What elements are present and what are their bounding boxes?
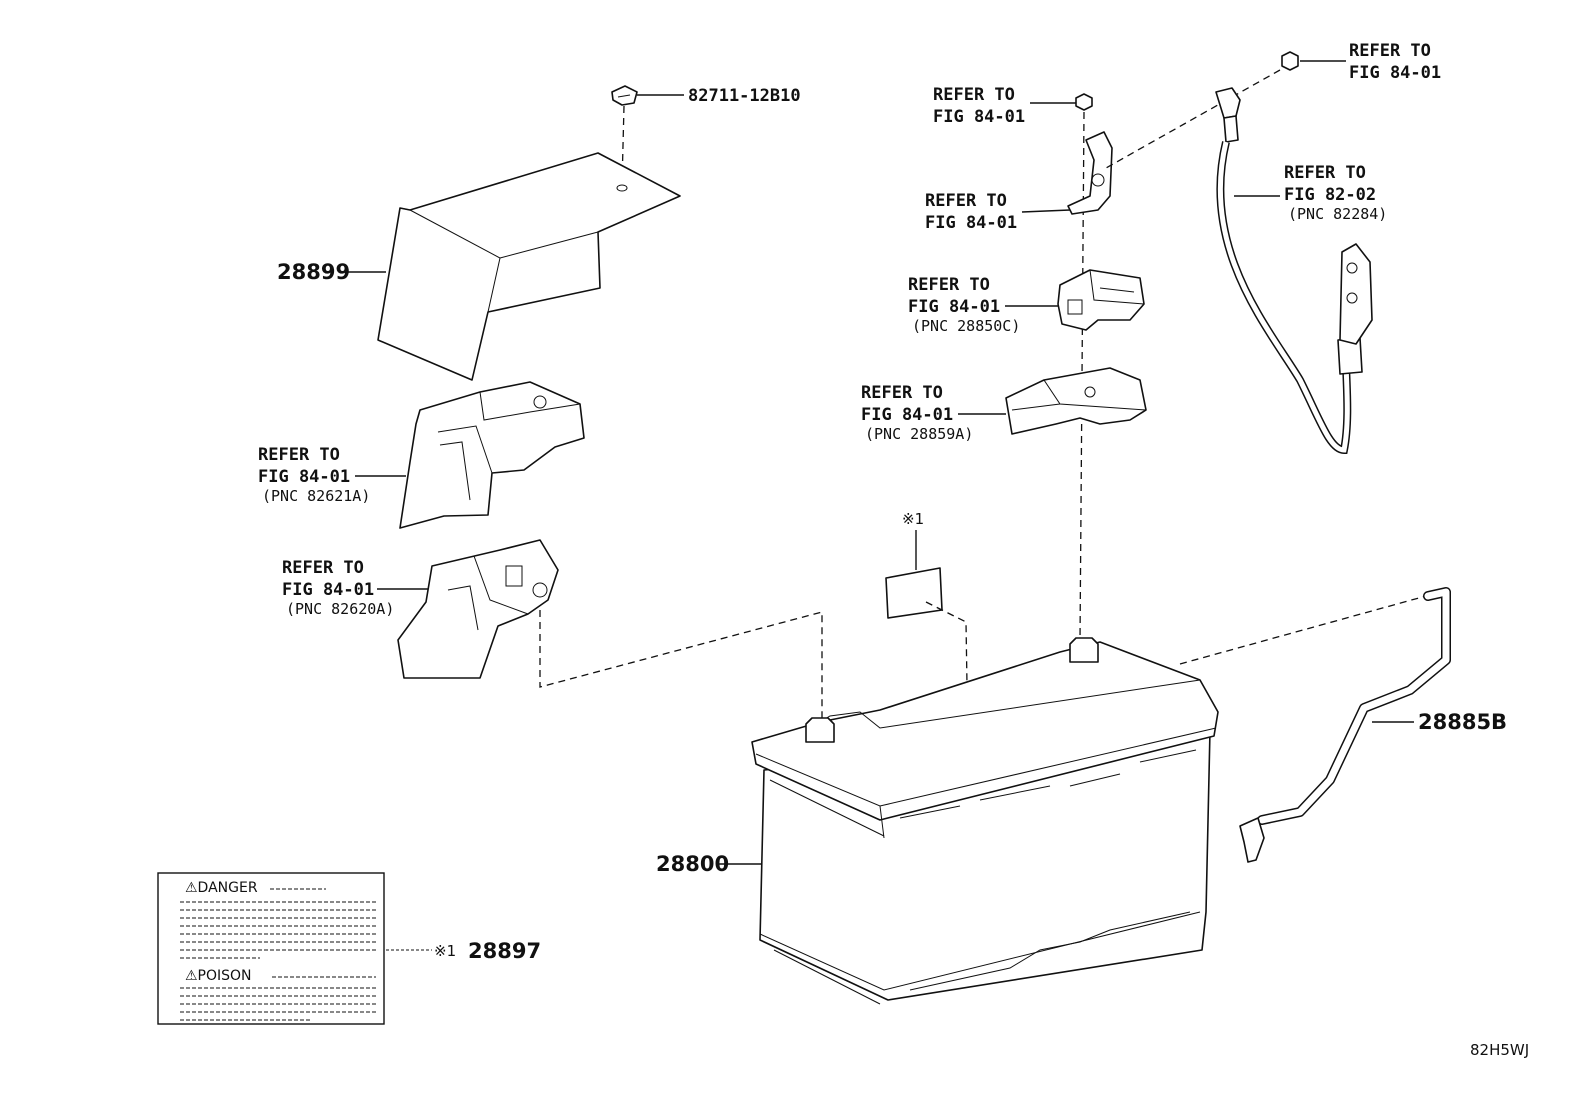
diagram-code: 82H5WJ [1470,1041,1529,1059]
lower-bracket-pnc: (PNC 82620A) [286,600,394,618]
cable-fig-link[interactable]: FIG 82-02 [1284,185,1376,205]
warning-label-part-number: 28897 [468,939,541,963]
battery-cover-part[interactable] [377,152,681,381]
terminal-fig-link[interactable]: FIG 84-01 [925,213,1017,233]
fuse-box-part[interactable] [1057,269,1145,331]
poison-text-lines [180,987,376,1021]
battery-part-number: 28800 [656,852,729,876]
warning-label-part[interactable]: ⚠DANGER ⚠POISON [157,872,385,1025]
fusebox-pnc: (PNC 28850C) [912,317,1020,335]
label-note-mark: ※1 [434,942,456,960]
poison-heading: ⚠POISON [185,968,252,984]
fusebox-fig-link[interactable]: FIG 84-01 [908,297,1000,317]
vent-hose-part-number: 28885B [1418,710,1507,734]
nut-right-refer-text: REFER TO [1349,41,1431,61]
lower-bracket-refer-text: REFER TO [282,558,364,578]
battery-part[interactable] [751,637,1219,1005]
terminal-clamp-part[interactable] [1067,131,1113,215]
clip-part[interactable] [611,85,638,106]
nut-top-refer-text: REFER TO [933,85,1015,105]
cable-nut-part[interactable] [1281,51,1299,71]
upper-bracket-part[interactable] [399,381,585,529]
terminal-refer-text: REFER TO [925,191,1007,211]
clip-part-number: 82711-12B10 [688,86,801,106]
upper-bracket-pnc: (PNC 82621A) [262,487,370,505]
battery-cable-part[interactable] [1215,87,1373,455]
holder-pnc: (PNC 28859A) [865,425,973,443]
nut-top-fig-link[interactable]: FIG 84-01 [933,107,1025,127]
cable-refer-text: REFER TO [1284,163,1366,183]
danger-heading: ⚠DANGER [185,880,258,896]
cable-pnc: (PNC 82284) [1288,205,1387,223]
lower-bracket-part[interactable] [397,539,559,679]
upper-bracket-fig-link[interactable]: FIG 84-01 [258,467,350,487]
nut-right-fig-link[interactable]: FIG 84-01 [1349,63,1441,83]
lower-bracket-fig-link[interactable]: FIG 84-01 [282,580,374,600]
holder-refer-text: REFER TO [861,383,943,403]
fuse-holder-part[interactable] [1005,367,1147,435]
fusebox-refer-text: REFER TO [908,275,990,295]
terminal-nut-part[interactable] [1075,93,1093,111]
sticker-note-mark: ※1 [902,510,924,528]
battery-cover-part-number: 28899 [277,260,350,284]
upper-bracket-refer-text: REFER TO [258,445,340,465]
warning-sticker-part[interactable] [885,567,943,619]
holder-fig-link[interactable]: FIG 84-01 [861,405,953,425]
vent-hose-part[interactable] [1239,587,1451,863]
danger-text-lines [180,901,376,959]
